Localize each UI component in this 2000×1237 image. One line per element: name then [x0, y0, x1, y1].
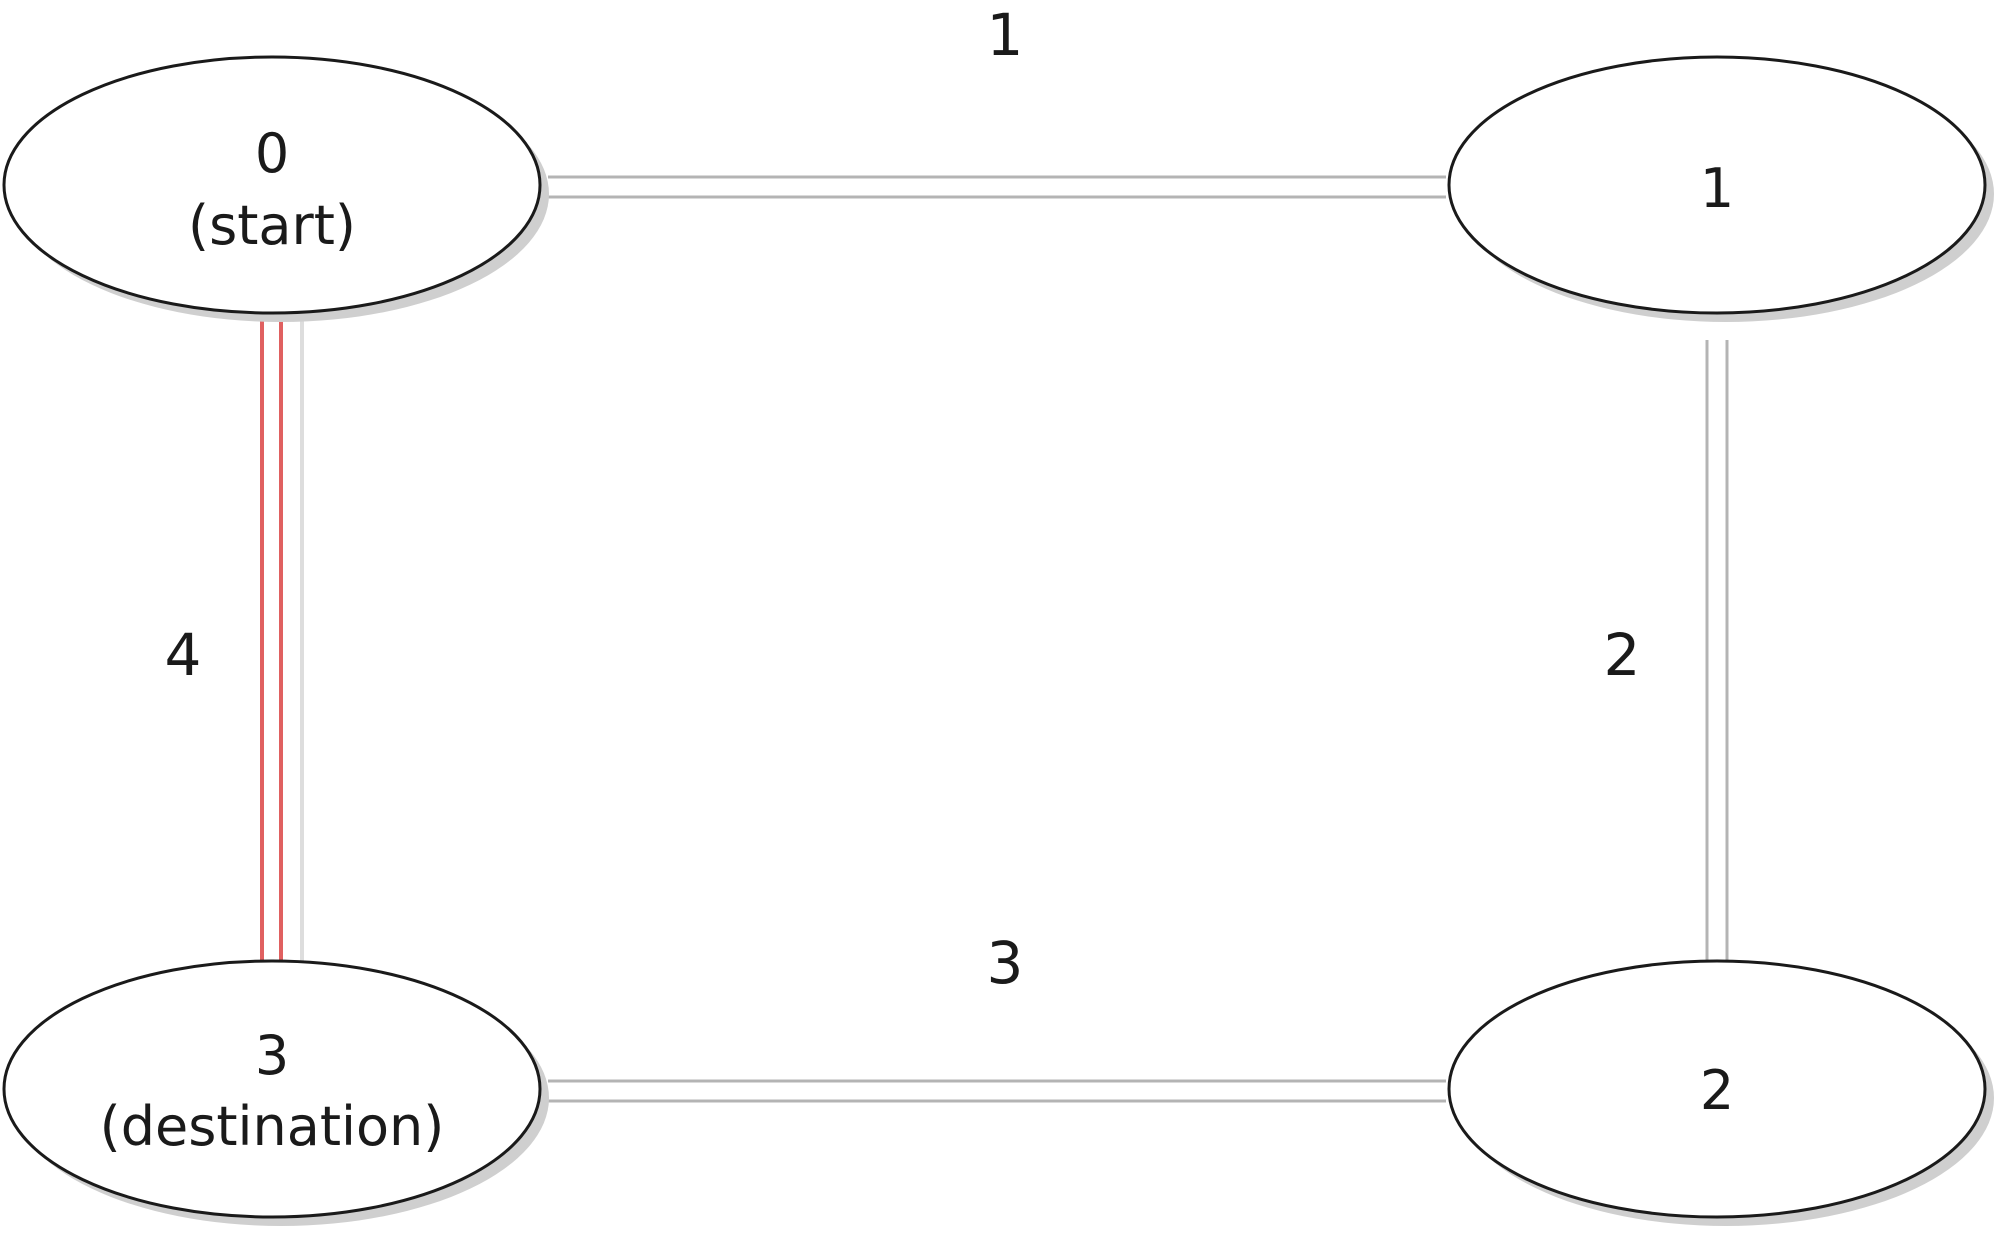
node-1-label: 1: [1700, 157, 1734, 220]
node-2-shape: [1447, 959, 1987, 1219]
node-2-label: 2: [1700, 1059, 1734, 1122]
edge-weight-0-3: 4: [165, 621, 202, 689]
edge-0-1: [548, 175, 1446, 199]
node-1-shape: [1447, 55, 1987, 315]
edge-0-3: [260, 318, 304, 962]
node-3: 3 (destination): [2, 959, 549, 1226]
node-3-label: 3: [255, 1024, 289, 1087]
edge-weight-2-3: 3: [987, 929, 1024, 997]
edge-weight-1-2: 2: [1604, 621, 1641, 689]
node-3-sublabel: (destination): [100, 1095, 445, 1158]
node-3-shape: [2, 959, 542, 1219]
node-0-sublabel: (start): [188, 194, 356, 257]
edge-2-3: [548, 1079, 1446, 1103]
node-0-label: 0: [255, 122, 289, 185]
edge-weight-0-1: 1: [987, 1, 1024, 69]
edge-1-2: [1705, 340, 1729, 960]
node-0-shape: [2, 55, 542, 315]
node-2: 2: [1447, 959, 1994, 1226]
node-0: 0 (start): [2, 55, 549, 322]
node-1: 1: [1447, 55, 1994, 322]
